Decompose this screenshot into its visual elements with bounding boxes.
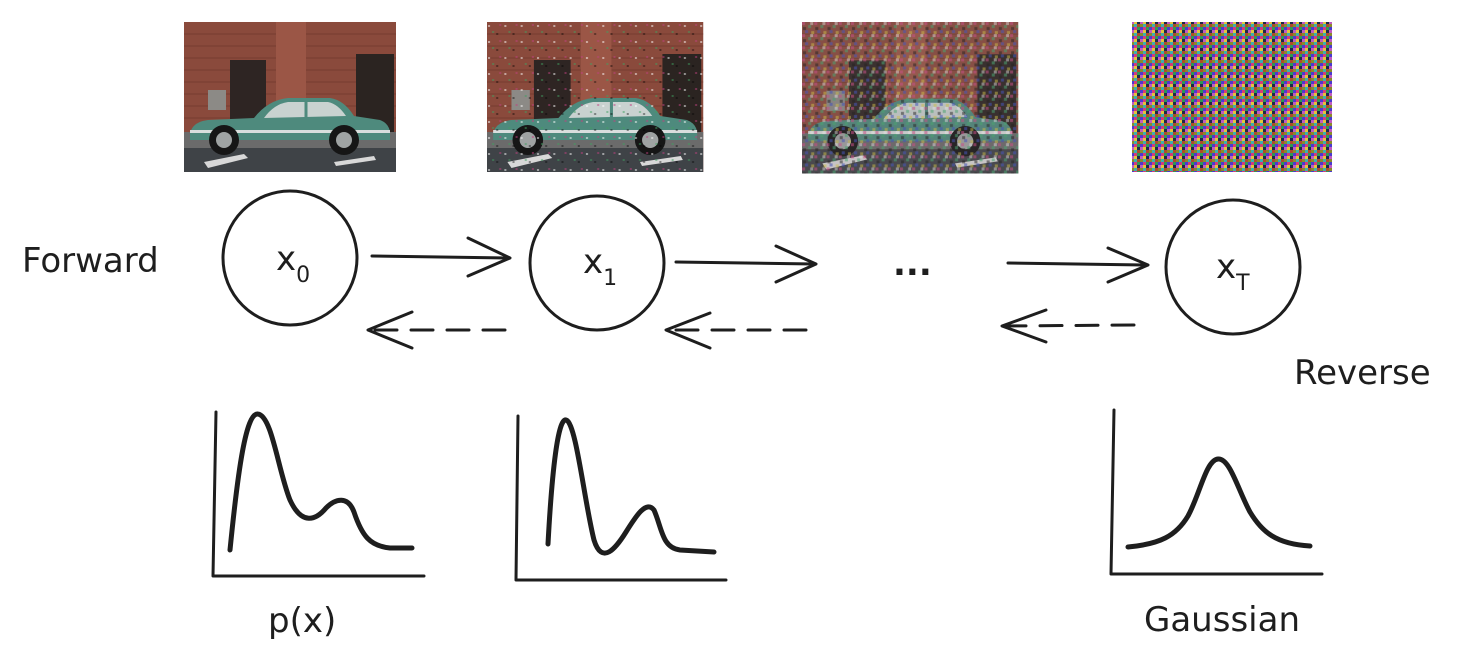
forward-arrow-1 xyxy=(370,236,512,278)
forward-label: Forward xyxy=(22,241,159,281)
node-x1: x1 xyxy=(528,194,666,332)
node-subscript: T xyxy=(1235,271,1250,296)
plot-axes xyxy=(514,414,728,582)
reverse-arrow-2 xyxy=(664,311,808,350)
plot-gaussian xyxy=(1109,408,1324,576)
forward-arrow-2 xyxy=(674,244,818,284)
node-base: x xyxy=(583,242,603,282)
image-noisy xyxy=(800,20,1020,176)
image-x0 xyxy=(182,20,398,174)
node-subscript: 0 xyxy=(296,263,310,288)
node-base: x xyxy=(276,239,296,279)
plot-x1 xyxy=(514,414,728,582)
reverse-arrow-1 xyxy=(366,310,507,350)
image-x1 xyxy=(485,20,705,174)
node-label-x0: x0 xyxy=(276,239,310,288)
node-label-xT: xT xyxy=(1216,247,1250,296)
reverse-label: Reverse xyxy=(1294,353,1431,393)
node-base: x xyxy=(1216,247,1236,287)
px-label: p(x) xyxy=(268,601,336,641)
node-x0: x0 xyxy=(221,189,359,327)
plot-axes xyxy=(211,410,426,578)
forward-arrow-3 xyxy=(1006,246,1150,284)
node-xT: xT xyxy=(1164,198,1302,336)
node-subscript: 1 xyxy=(603,266,617,291)
density-curve xyxy=(227,411,415,553)
node-circle xyxy=(528,194,666,332)
plot-axes xyxy=(1109,408,1324,576)
plot-px xyxy=(211,410,426,578)
ellipsis: ... xyxy=(893,244,932,284)
density-curve xyxy=(1125,456,1313,550)
image-xT xyxy=(1132,22,1332,172)
reverse-arrow-3 xyxy=(1000,308,1136,344)
gaussian-label: Gaussian xyxy=(1144,600,1300,640)
node-circle xyxy=(221,189,359,327)
density-curve xyxy=(545,417,717,556)
node-label-x1: x1 xyxy=(583,242,617,291)
node-circle xyxy=(1164,198,1302,336)
